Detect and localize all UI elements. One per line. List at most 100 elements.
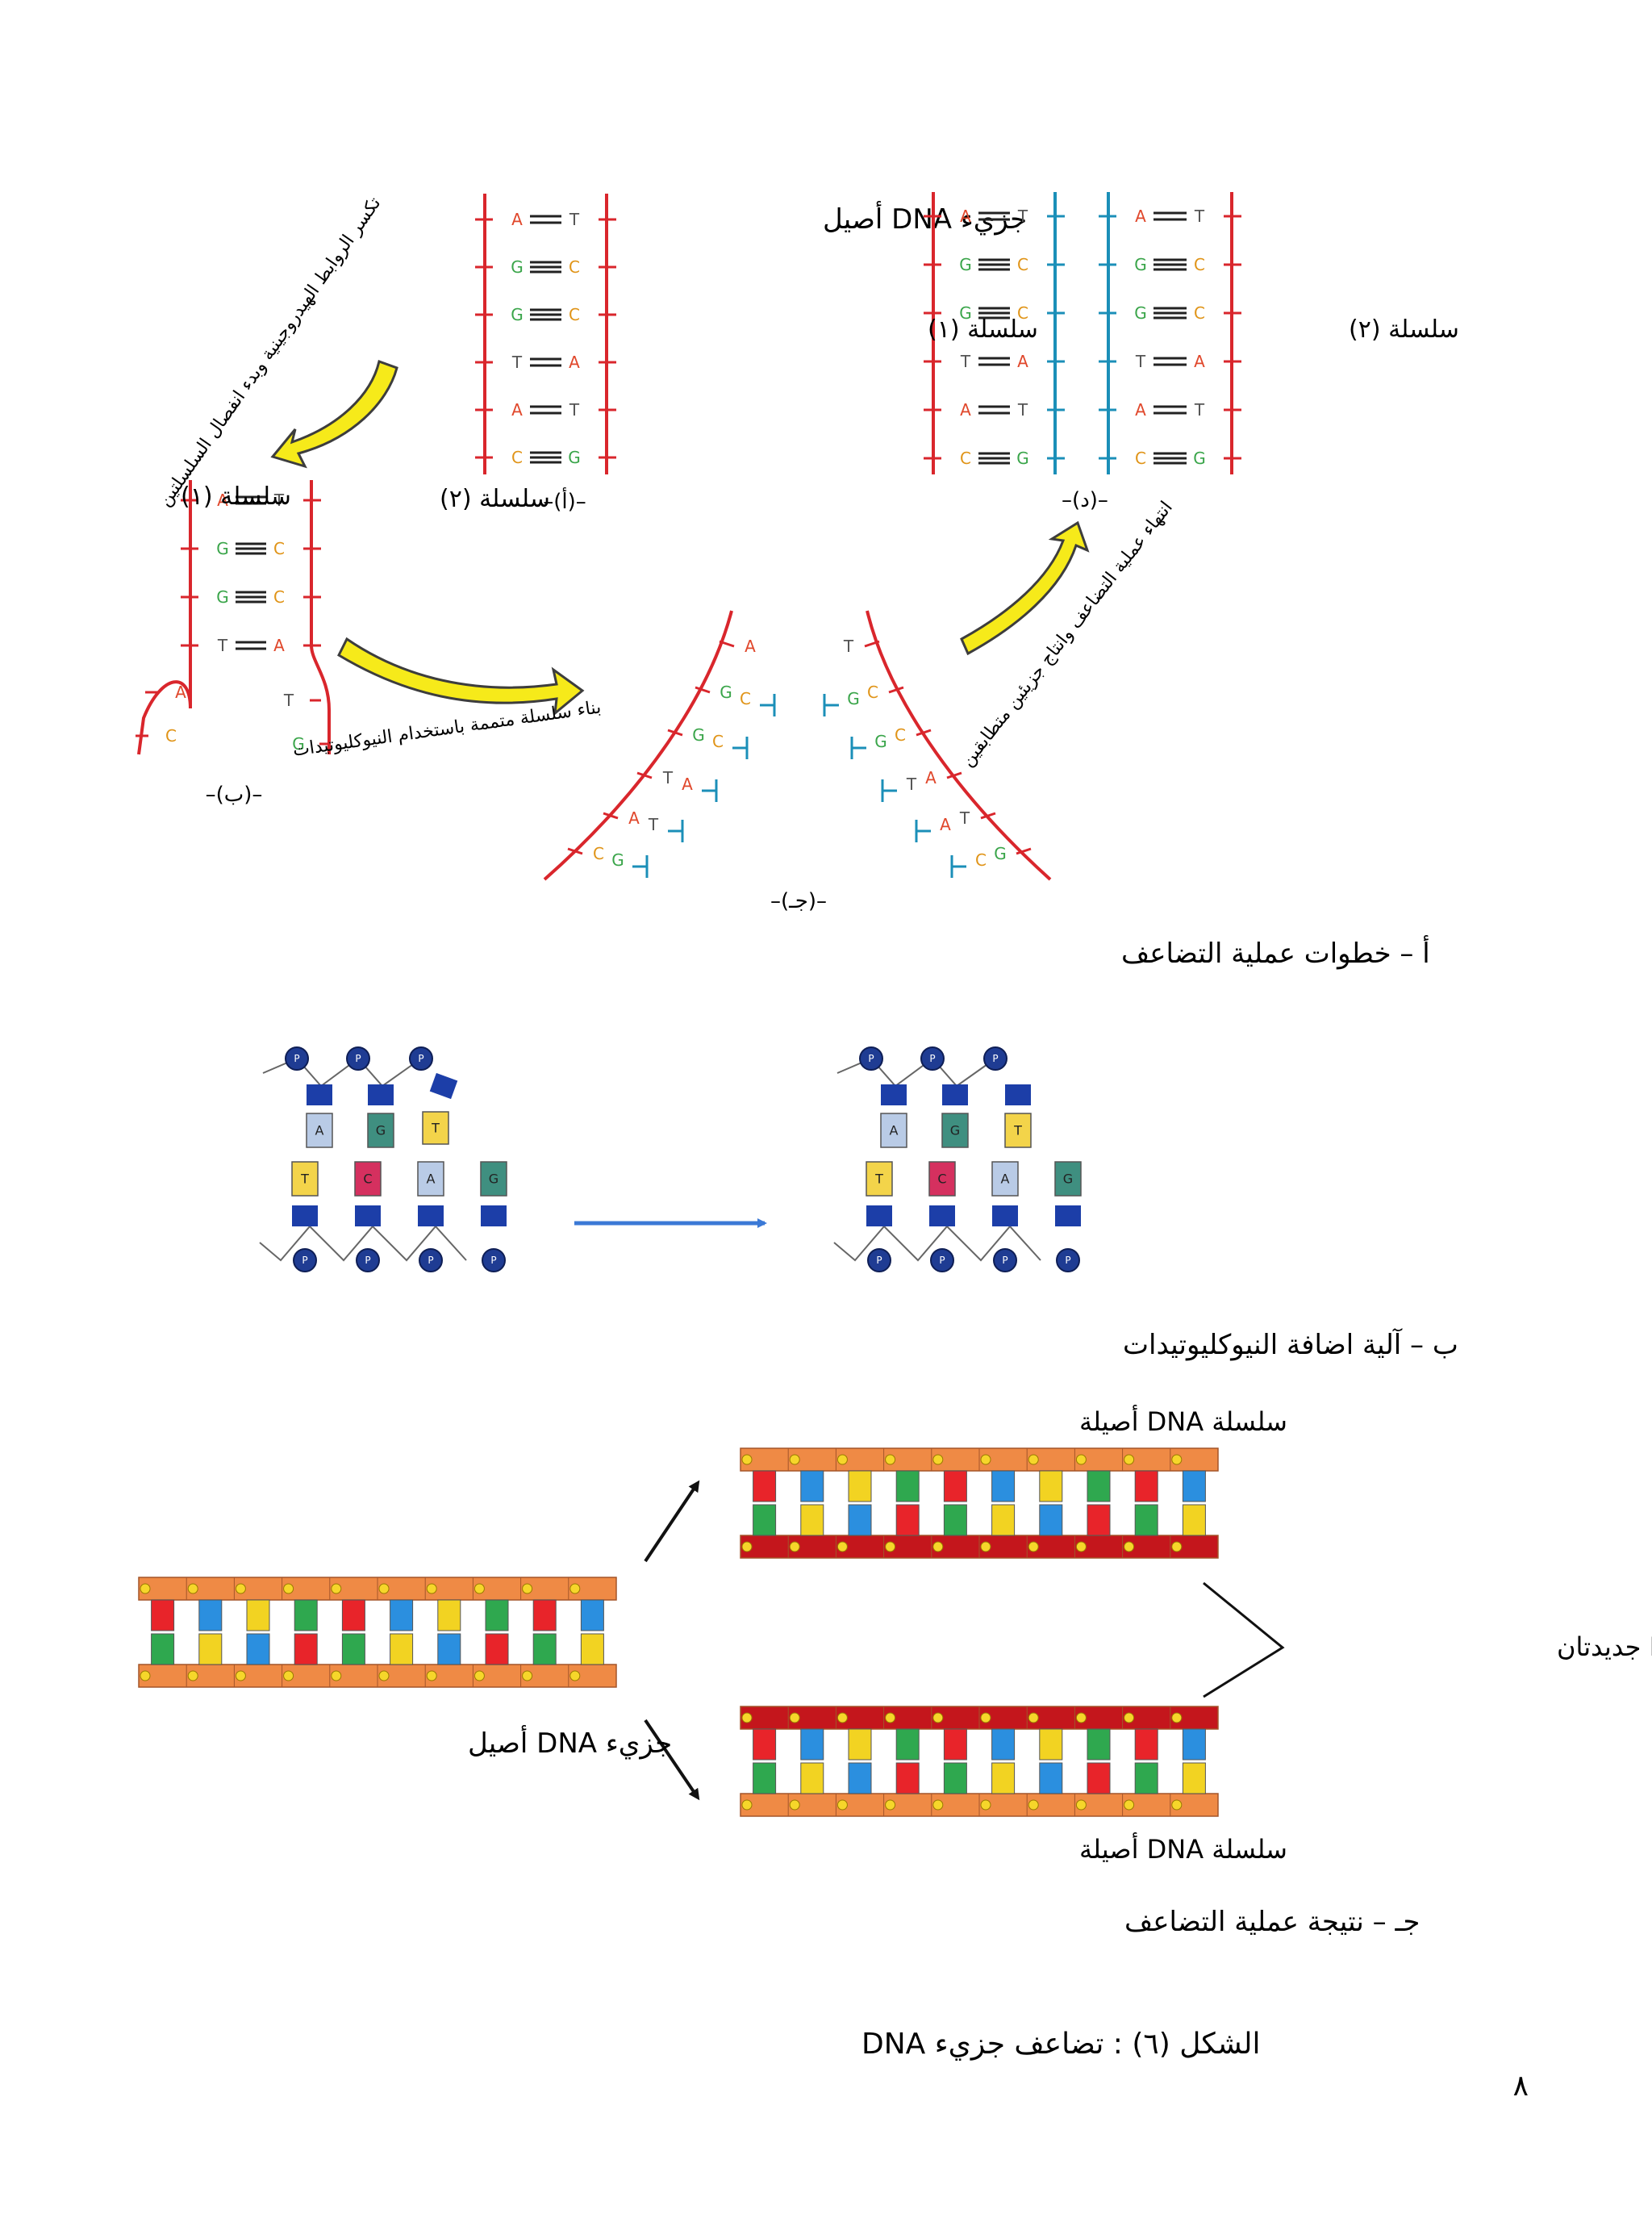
base-letter: G xyxy=(1016,449,1029,468)
phosphate xyxy=(356,1248,380,1272)
nucleotide-base-letter: T xyxy=(431,1121,440,1136)
bottom-backbone xyxy=(259,1225,467,1262)
nucleotide-base-letter: C xyxy=(937,1172,946,1187)
ladder-node xyxy=(1028,1799,1039,1811)
nucleotide-base-letter: G xyxy=(1063,1172,1073,1187)
ladder-base xyxy=(1182,1470,1206,1502)
ladder-node xyxy=(885,1454,896,1465)
sugar-block xyxy=(307,1084,332,1105)
ladder-base xyxy=(991,1762,1016,1794)
ladder-base xyxy=(390,1599,414,1631)
nucleotide-base-tile xyxy=(417,1161,444,1197)
phosphate-label: P xyxy=(1002,1255,1007,1266)
base-letter: C xyxy=(1017,255,1028,274)
original-strand-label-top: سلسلة DNA أصيلة xyxy=(1079,1405,1287,1437)
base-letter: A xyxy=(1135,400,1146,420)
ladder-node xyxy=(522,1670,533,1681)
phosphate xyxy=(409,1046,433,1071)
sugar-block xyxy=(881,1084,907,1105)
arrow-to-bottom-ladder xyxy=(644,1719,700,1801)
stage-b-label: –(ب)– xyxy=(206,783,263,807)
base-letter: T xyxy=(648,815,659,834)
base-letter: G xyxy=(292,734,305,754)
base-letter: A xyxy=(628,808,640,828)
phosphate-label: P xyxy=(490,1255,496,1266)
sugar-tick xyxy=(636,771,653,779)
ladder-base xyxy=(848,1504,872,1536)
ladder-node xyxy=(473,1583,485,1594)
base-letter: G xyxy=(1134,303,1147,323)
ladder-base xyxy=(1039,1470,1063,1502)
phosphate xyxy=(346,1046,370,1071)
ladder-node xyxy=(378,1670,390,1681)
base-letter: T xyxy=(1194,400,1205,420)
base-letter: C xyxy=(975,850,987,870)
original-strand-label-bottom: سلسلة DNA أصيلة xyxy=(1079,1832,1287,1865)
ladder-node xyxy=(426,1670,437,1681)
base-letter: C xyxy=(569,305,580,324)
sugar-block xyxy=(929,1205,955,1226)
phosphate xyxy=(930,1248,954,1272)
arrow-a-to-b: تكسر الروابط الهيدروجينية وبدء انفصال ال… xyxy=(155,194,398,511)
ladder-base xyxy=(580,1633,604,1665)
phosphate-label: P xyxy=(868,1053,874,1064)
sugar-block xyxy=(1005,1084,1031,1105)
ladder-base xyxy=(532,1633,557,1665)
ladder-base xyxy=(800,1504,824,1536)
nucleotide-base-tile xyxy=(367,1113,394,1148)
ladder-base xyxy=(246,1633,270,1665)
sugar-block xyxy=(368,1084,394,1105)
ladder-node xyxy=(836,1541,848,1552)
base-letter: A xyxy=(175,683,186,702)
sugar-block xyxy=(429,1072,458,1100)
sugar-block xyxy=(992,1205,1018,1226)
ladder-base xyxy=(991,1504,1016,1536)
daughter-dna-ladder-bottom xyxy=(740,1706,1219,1817)
arrow-a-to-b-text: تكسر الروابط الهيدروجينية وبدء انفصال ال… xyxy=(155,194,385,511)
ladder-node xyxy=(140,1583,151,1594)
ladder-node xyxy=(885,1799,896,1811)
ladder-base xyxy=(151,1633,175,1665)
base-letter: T xyxy=(569,400,580,420)
ladder-node xyxy=(741,1712,753,1723)
base-letter: T xyxy=(906,775,917,794)
nucleotide-base-tile xyxy=(422,1111,449,1145)
ladder-node xyxy=(1171,1454,1183,1465)
ladder-node xyxy=(1028,1541,1039,1552)
base-letter: G xyxy=(511,257,524,277)
ladder-node xyxy=(885,1541,896,1552)
phosphate xyxy=(419,1248,443,1272)
stage-c-left-original-strand xyxy=(543,610,733,881)
base-letter: C xyxy=(740,689,751,708)
new-strands-bracket xyxy=(1203,1581,1285,1698)
base-letter: A xyxy=(925,768,937,787)
stage-d-strand2-label: سلسلة (٢) xyxy=(1349,315,1459,344)
stage-d-strand1-label: سلسلة (١) xyxy=(928,315,1038,344)
base-letter: C xyxy=(895,725,906,745)
ladder-node xyxy=(1124,1799,1135,1811)
base-letter: G xyxy=(568,448,581,467)
sugar-tick xyxy=(667,729,683,737)
ladder-node xyxy=(1075,1454,1087,1465)
ladder-node xyxy=(741,1541,753,1552)
ladder-node xyxy=(1124,1454,1135,1465)
new-strands-label: سلسلتا DNA جديدتان xyxy=(1557,1631,1652,1662)
ladder-node xyxy=(378,1583,390,1594)
ladder-base xyxy=(943,1470,967,1502)
ladder-node xyxy=(140,1670,151,1681)
ladder-base xyxy=(198,1599,223,1631)
ladder-base xyxy=(1039,1762,1063,1794)
base-letter: G xyxy=(1134,255,1147,274)
base-letter: C xyxy=(593,844,604,863)
ladder-base xyxy=(580,1599,604,1631)
ladder-node xyxy=(1028,1712,1039,1723)
ladder-base xyxy=(753,1470,777,1502)
nucleotide-base-letter: C xyxy=(363,1172,372,1187)
phosphate-label: P xyxy=(939,1255,945,1266)
base-letter: T xyxy=(662,768,674,787)
base-letter: A xyxy=(960,207,971,226)
nucleotide-base-tile xyxy=(941,1113,969,1148)
ladder-base xyxy=(1087,1762,1111,1794)
